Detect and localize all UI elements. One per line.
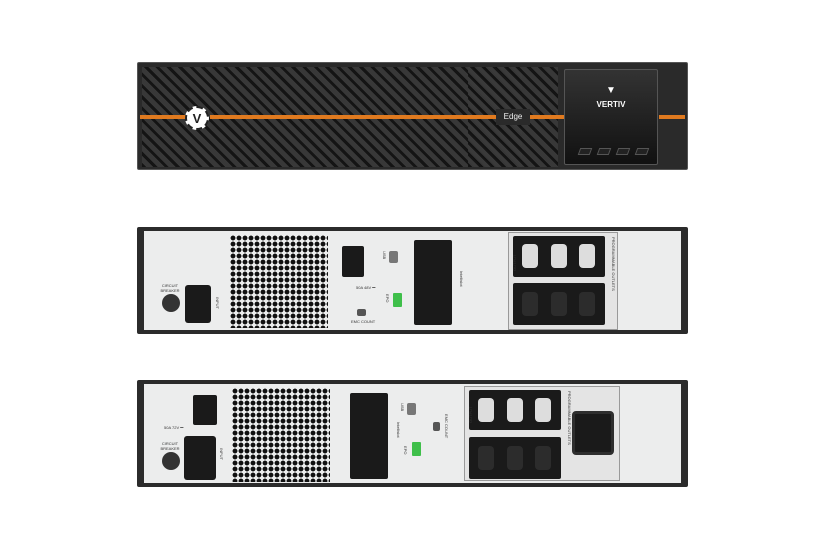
output-label: OUTPUT bbox=[512, 254, 517, 271]
vertiv-v-icon: ▼ bbox=[606, 85, 616, 96]
intellislot-card bbox=[350, 393, 388, 479]
epo-label: EPO bbox=[403, 446, 408, 455]
outlet-c13 bbox=[474, 394, 498, 426]
programmable-label: PROGRAMMABLE OUTLETS bbox=[611, 237, 616, 291]
output-label: OUTPUT bbox=[468, 406, 473, 423]
outlet-c13 bbox=[547, 288, 571, 320]
battery-connector bbox=[342, 246, 364, 277]
battery-label: 50A 72V ⎓ bbox=[164, 425, 184, 430]
battery-label: 50A 48V ⎓ bbox=[356, 285, 376, 290]
emc-label: EMC COUNT bbox=[444, 414, 449, 439]
accent-stripe bbox=[140, 115, 186, 119]
outlet-c13 bbox=[575, 240, 599, 272]
accent-stripe bbox=[659, 115, 685, 119]
brand-label: VERTIV bbox=[596, 100, 626, 109]
input-label: INPUT bbox=[219, 448, 224, 460]
fan-grille bbox=[230, 235, 328, 328]
usb-label: USB bbox=[382, 251, 387, 260]
accent-stripe bbox=[210, 115, 496, 119]
breaker-label: CIRCUIT BREAKER bbox=[160, 441, 180, 451]
output-panel: PROGRAMMABLE OUTLETS OUTPUT bbox=[464, 386, 620, 481]
model-label: Edge bbox=[496, 109, 530, 125]
emc-count-port bbox=[433, 422, 440, 431]
outlet-c13 bbox=[503, 394, 527, 426]
fan-grille bbox=[232, 388, 330, 482]
outlet-c19 bbox=[572, 411, 614, 455]
card-label: Intellislot bbox=[396, 422, 401, 438]
input-socket bbox=[185, 285, 211, 323]
breaker-label: CIRCUIT BREAKER bbox=[160, 283, 180, 293]
vertiv-v-icon: V bbox=[185, 106, 209, 130]
accent-stripe bbox=[530, 115, 564, 119]
ups-rear-panel-1: CIRCUIT BREAKER INPUT 50A 48V ⎓ USB EPO … bbox=[137, 227, 688, 334]
input-socket bbox=[184, 436, 216, 480]
outlet-c13 bbox=[474, 442, 498, 474]
lcd-button[interactable] bbox=[577, 148, 593, 155]
outlet-c13 bbox=[531, 394, 555, 426]
lcd-display: ▼ VERTIV bbox=[564, 69, 658, 165]
output-panel: PROGRAMMABLE OUTLETS OUTPUT bbox=[508, 232, 618, 330]
circuit-breaker[interactable] bbox=[162, 294, 180, 312]
outlet-c13 bbox=[575, 288, 599, 320]
usb-label: USB bbox=[400, 403, 405, 412]
ups-rear-panel-2: 50A 72V ⎓ CIRCUIT BREAKER INPUT USB Inte… bbox=[137, 380, 688, 487]
outlet-c13 bbox=[547, 240, 571, 272]
epo-connector bbox=[393, 293, 402, 307]
epo-label: EPO bbox=[385, 294, 390, 303]
lcd-button[interactable] bbox=[596, 148, 612, 155]
card-label: Intellislot bbox=[459, 271, 464, 287]
outlet-c13 bbox=[531, 442, 555, 474]
outlet-c13 bbox=[518, 288, 542, 320]
emc-label: EMC COUNT bbox=[351, 319, 376, 324]
lcd-button[interactable] bbox=[615, 148, 631, 155]
input-label: INPUT bbox=[215, 297, 220, 309]
usb-port bbox=[389, 251, 398, 263]
emc-count-port bbox=[357, 309, 366, 316]
intellislot-card bbox=[414, 240, 452, 325]
outlet-c13 bbox=[503, 442, 527, 474]
epo-connector bbox=[412, 442, 421, 456]
circuit-breaker[interactable] bbox=[162, 452, 180, 470]
lcd-button[interactable] bbox=[634, 148, 650, 155]
ups-front-panel: V Edge ▼ VERTIV bbox=[137, 62, 688, 170]
battery-connector bbox=[193, 395, 217, 425]
outlet-c13 bbox=[518, 240, 542, 272]
usb-port bbox=[407, 403, 416, 415]
